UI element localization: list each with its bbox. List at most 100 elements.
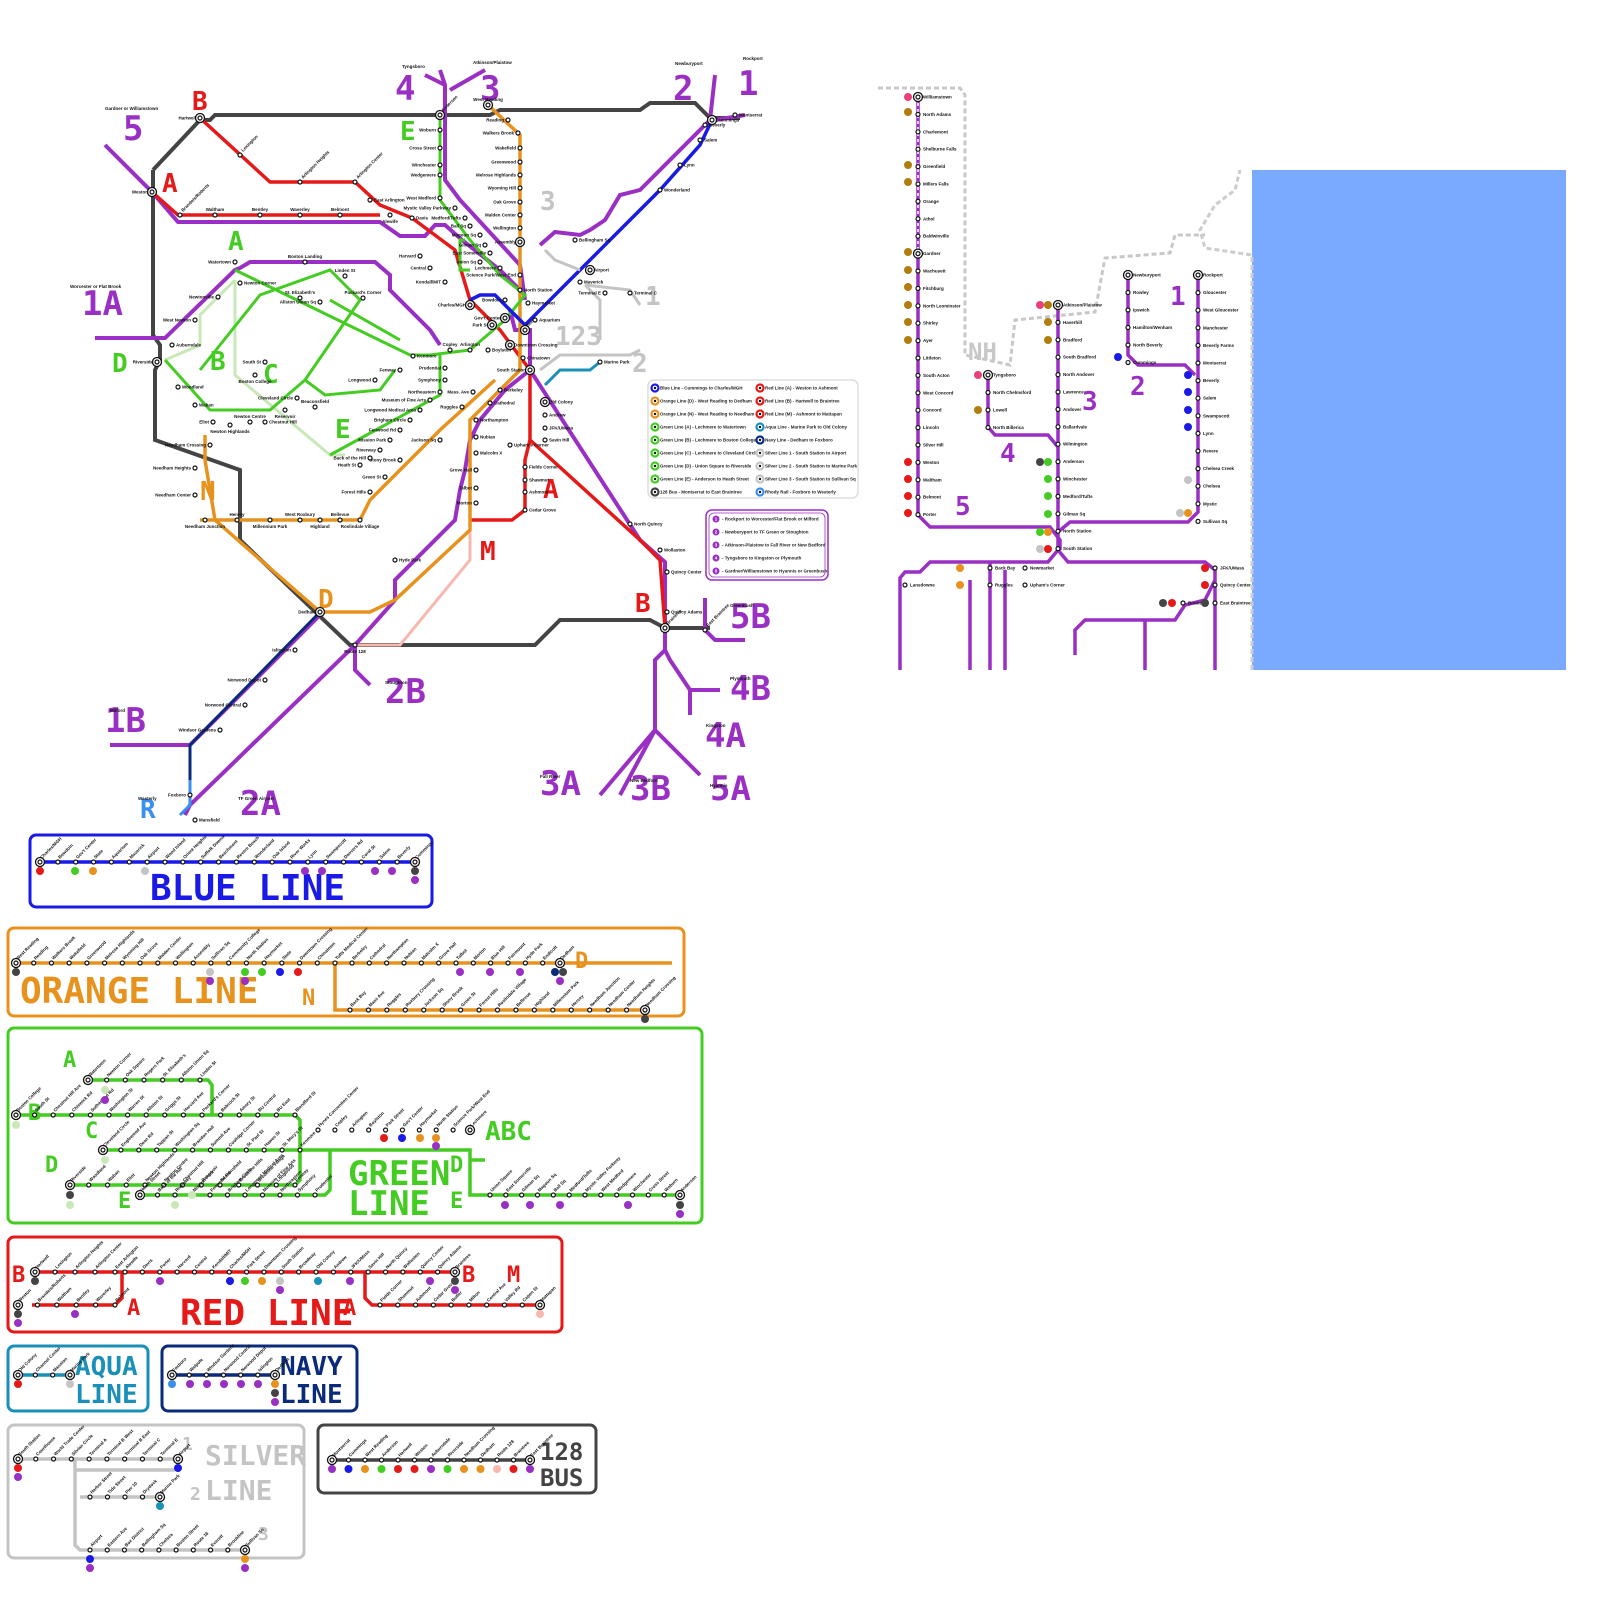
station-marker — [399, 1127, 406, 1133]
station-marker — [417, 253, 423, 259]
coastline — [1198, 169, 1254, 670]
station-marker — [31, 960, 37, 966]
station-marker — [242, 1192, 248, 1198]
transfer-dot — [206, 977, 214, 985]
transfer-dot — [1044, 475, 1052, 483]
transfer-dot — [101, 1156, 109, 1164]
station-marker — [542, 425, 548, 431]
terminal-station-core — [169, 1372, 175, 1378]
station-marker — [702, 122, 708, 128]
silver-line-panel: SILVER LINE 1 2 3 South StationCourthous… — [6, 1423, 306, 1572]
terminal-label: TF Green Airport — [238, 796, 274, 801]
station-marker — [915, 477, 921, 483]
station-marker — [497, 387, 503, 393]
terminal-station-core — [517, 239, 523, 245]
station-marker — [915, 268, 921, 274]
station-marker — [470, 389, 476, 395]
red-line-a-west — [150, 190, 532, 522]
station-marker — [236, 1112, 242, 1118]
map-station-label: Maverick — [584, 280, 604, 285]
terminal-station-core — [507, 342, 513, 348]
transfer-dot — [241, 977, 249, 985]
transfer-dot — [1044, 492, 1052, 500]
map-station-label: Riverside — [133, 360, 154, 365]
map-station-label: Wollaston — [664, 548, 686, 553]
station-marker — [178, 1077, 184, 1083]
station-marker — [1055, 372, 1061, 378]
commuter-rail-5 — [103, 143, 527, 297]
station-marker — [297, 517, 303, 523]
station-marker — [142, 1182, 148, 1188]
route-label-5: 5 — [123, 109, 143, 149]
red-m-label: M — [480, 537, 496, 567]
map-station-label: Charles/MGH — [438, 303, 466, 308]
terminal-station-core — [100, 1147, 106, 1153]
station-label: North Leominster — [923, 303, 961, 308]
station-marker — [126, 859, 132, 865]
station-marker — [262, 359, 268, 365]
station-marker — [243, 1147, 249, 1153]
map-station-label: Quincy Adams — [671, 610, 703, 615]
station-marker — [141, 1077, 147, 1083]
map-station-label: Boylston — [492, 348, 512, 353]
station-marker — [261, 1147, 267, 1153]
station-marker — [317, 517, 323, 523]
map-station-label: Wellington — [493, 226, 516, 231]
legend-item-text: Red Line (B) - Hartwell to Braintree — [765, 399, 840, 404]
station-marker — [522, 960, 528, 966]
map-station-label: Shawmut — [529, 478, 550, 483]
map-station-label: South Station — [497, 368, 526, 373]
station-label: Salem — [1203, 396, 1216, 401]
station-marker — [377, 447, 383, 453]
orange-line-title: ORANGE LINE — [20, 971, 258, 1012]
map-station-label: Weston — [132, 190, 148, 195]
map-station-label: South St — [243, 360, 262, 365]
station-label: Atkinson/Plaistow — [1063, 303, 1102, 308]
map-station-label: Old Colony — [549, 400, 573, 405]
station-marker — [397, 367, 403, 373]
station-marker — [337, 517, 343, 523]
terminal-station-core — [467, 1127, 473, 1133]
station-marker — [915, 181, 921, 187]
station-marker — [122, 1269, 128, 1275]
station-label: Baldwinville — [923, 234, 950, 239]
commuter-num-4: 4 — [1000, 439, 1016, 469]
map-station-label: West Medford — [406, 196, 436, 201]
station-marker — [915, 372, 921, 378]
transfer-dot — [974, 406, 982, 414]
red-b-label: B — [192, 87, 208, 117]
legend-item-text: - Newburyport to TF Green or Stoughton — [722, 530, 809, 535]
station-marker — [349, 1127, 355, 1133]
station-marker — [87, 1112, 94, 1118]
blue-line-title: BLUE LINE — [150, 868, 345, 909]
station-marker — [915, 390, 921, 396]
map-station-label: Waverley — [290, 207, 310, 212]
map-station-label: Dedham — [298, 610, 316, 615]
terminal-station-core — [412, 859, 418, 865]
station-marker — [172, 1192, 178, 1198]
transfer-dot — [411, 867, 419, 875]
route-label-2a: 2A — [240, 784, 281, 824]
red-line-title: RED LINE — [180, 1293, 353, 1334]
main-map: 5 4 3 2 1 1A 1B 2A 2B 3A 3B 4A 4B 5A 5B … — [70, 56, 859, 825]
map-station-label: East Somerville — [452, 251, 486, 256]
station-label: Haverhill — [1063, 320, 1082, 325]
terminal-station-core — [329, 1457, 335, 1463]
terminal-station-core — [527, 1457, 533, 1463]
transfer-dot — [271, 1380, 279, 1388]
station-marker — [313, 1269, 319, 1275]
station-marker — [279, 960, 285, 966]
station-marker — [416, 1127, 422, 1133]
map-station-label: Boston College — [238, 379, 271, 384]
station-marker — [162, 859, 168, 865]
station-marker — [1125, 307, 1131, 313]
map-station-label: Newton Highlands — [210, 429, 250, 434]
transfer-dot — [380, 1134, 388, 1142]
transfer-dot — [66, 1380, 74, 1388]
terminal-station-core — [32, 1269, 38, 1275]
station-marker — [50, 1112, 56, 1118]
station-marker — [505, 960, 511, 966]
legend-route-number: 4 — [715, 556, 718, 561]
station-marker — [332, 1127, 338, 1133]
map-station-label: Watertown — [208, 260, 231, 265]
